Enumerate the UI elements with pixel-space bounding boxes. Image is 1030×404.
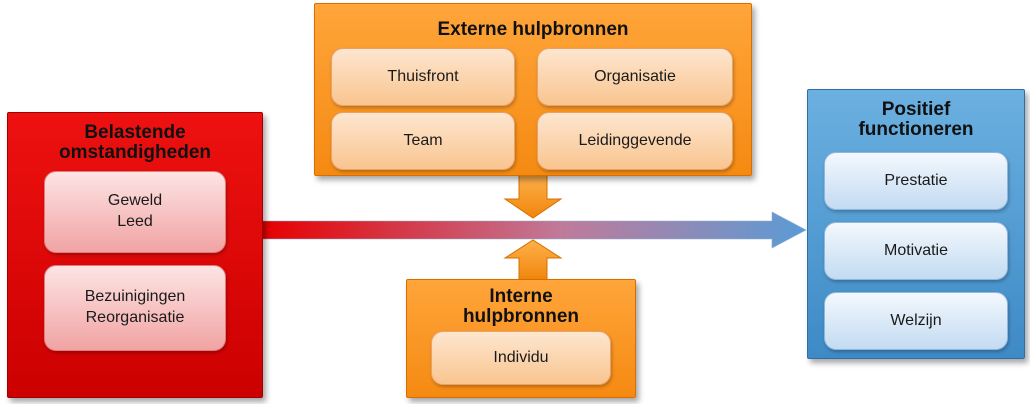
bottom-title-line1: Interne xyxy=(489,286,553,307)
main-flow-arrow xyxy=(261,211,807,249)
item-motivatie: Motivatie xyxy=(883,241,949,259)
right-title-line1: Positief xyxy=(881,99,951,120)
item-reorganisatie: Reorganisatie xyxy=(85,309,185,326)
up-arrow xyxy=(503,239,563,281)
belastende-omstandigheden-panel: Belastende omstandigheden Geweld Leed Be… xyxy=(7,112,263,398)
team-box: Team xyxy=(331,112,515,170)
left-title-line2: omstandigheden xyxy=(58,141,211,163)
left-panel-title: Belastende omstandigheden xyxy=(8,123,262,163)
leidinggevende-box: Leidinggevende xyxy=(537,112,733,170)
right-title-line2: functioneren xyxy=(858,118,974,140)
right-panel-title: Positief functioneren xyxy=(808,100,1024,140)
item-individu: Individu xyxy=(493,348,549,366)
down-arrow xyxy=(503,174,563,219)
item-team: Team xyxy=(403,131,443,149)
item-geweld: Geweld xyxy=(107,192,163,210)
bezuinigingen-reorganisatie-box: Bezuinigingen Reorganisatie xyxy=(44,265,226,351)
thuisfront-box: Thuisfront xyxy=(331,48,515,106)
individu-box: Individu xyxy=(431,331,611,385)
prestatie-box: Prestatie xyxy=(824,152,1008,210)
top-panel-title: Externe hulpbronnen xyxy=(437,19,629,40)
bottom-title-line2: hulpbronnen xyxy=(462,305,580,327)
welzijn-box: Welzijn xyxy=(824,292,1008,350)
organisatie-box: Organisatie xyxy=(537,48,733,106)
item-prestatie: Prestatie xyxy=(884,171,948,189)
item-leed: Leed xyxy=(117,213,153,230)
motivatie-box: Motivatie xyxy=(824,222,1008,280)
item-welzijn: Welzijn xyxy=(890,311,942,329)
bottom-panel-title: Interne hulpbronnen xyxy=(407,287,635,327)
item-leidinggevende: Leidinggevende xyxy=(578,131,692,149)
item-bezuinigingen: Bezuinigingen xyxy=(84,288,186,306)
left-title-line1: Belastende xyxy=(84,122,186,143)
item-thuisfront: Thuisfront xyxy=(387,67,459,85)
positief-functioneren-panel: Positief functioneren Prestatie Motivati… xyxy=(807,89,1025,359)
externe-hulpbronnen-panel: Externe hulpbronnen Thuisfront Organisat… xyxy=(314,3,752,176)
geweld-leed-box: Geweld Leed xyxy=(44,171,226,253)
interne-hulpbronnen-panel: Interne hulpbronnen Individu xyxy=(406,279,636,398)
item-organisatie: Organisatie xyxy=(594,67,676,85)
